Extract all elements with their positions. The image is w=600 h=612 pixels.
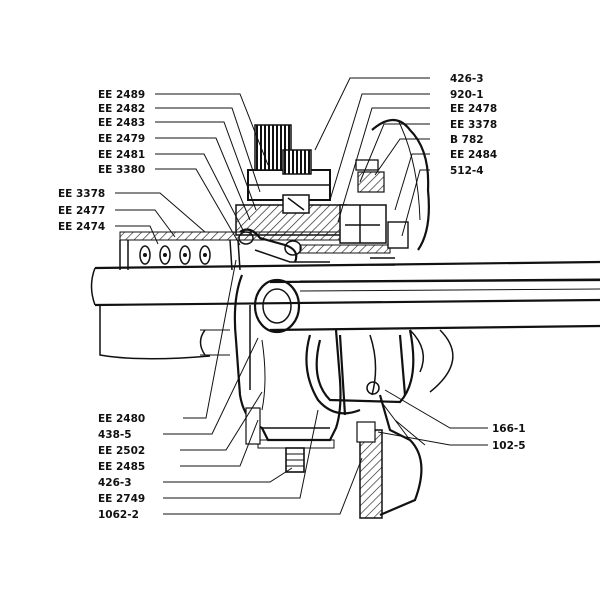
leaders-top-left bbox=[155, 93, 269, 246]
label-920-1: 920-1 bbox=[450, 89, 484, 101]
label-ee-2489: EE 2489 bbox=[98, 89, 145, 101]
label-ee-2479: EE 2479 bbox=[98, 133, 145, 145]
labels-mid-left: EE 3378 EE 2477 EE 2474 bbox=[58, 188, 105, 233]
labels-top-left: EE 2489 EE 2482 EE 2483 EE 2479 EE 2481 … bbox=[98, 89, 145, 176]
flange-plate bbox=[359, 118, 430, 519]
leaders-bottom-left bbox=[163, 259, 363, 515]
label-ee-3378-right: EE 3378 bbox=[450, 119, 497, 131]
hub-collar bbox=[315, 329, 454, 404]
label-ee-2474: EE 2474 bbox=[58, 221, 105, 233]
label-512-4: 512-4 bbox=[450, 165, 484, 177]
label-438-5: 438-5 bbox=[98, 429, 132, 441]
label-ee-2482: EE 2482 bbox=[98, 103, 145, 115]
label-ee-3378: EE 3378 bbox=[58, 188, 105, 200]
label-ee-2749: EE 2749 bbox=[98, 493, 145, 505]
label-ee-2481: EE 2481 bbox=[98, 149, 145, 161]
label-1062-2: 1062-2 bbox=[98, 509, 139, 521]
labels-top-right: 426-3 920-1 EE 2478 EE 3378 B 782 EE 248… bbox=[450, 73, 497, 177]
label-ee-2483: EE 2483 bbox=[98, 117, 145, 129]
label-ee-2485: EE 2485 bbox=[98, 461, 145, 473]
label-ee-2477: EE 2477 bbox=[58, 205, 105, 217]
label-426-3-bottom: 426-3 bbox=[98, 477, 132, 489]
label-b-782: B 782 bbox=[450, 134, 484, 146]
label-166-1: 166-1 bbox=[492, 423, 526, 435]
leaders-top-right bbox=[314, 77, 430, 237]
push-rod bbox=[99, 278, 600, 360]
labels-bottom-left: EE 2480 438-5 EE 2502 EE 2485 426-3 EE 2… bbox=[98, 413, 145, 521]
label-ee-2478: EE 2478 bbox=[450, 103, 497, 115]
leaders-mid-left bbox=[115, 192, 206, 245]
leaders-bottom-right bbox=[377, 389, 488, 446]
label-ee-3380: EE 3380 bbox=[98, 164, 145, 176]
label-ee-2484: EE 2484 bbox=[450, 149, 497, 161]
lower-bolt bbox=[245, 381, 380, 473]
label-102-5: 102-5 bbox=[492, 440, 526, 452]
labels-bottom-right: 166-1 102-5 bbox=[492, 423, 526, 452]
lever-housing bbox=[233, 274, 361, 449]
label-ee-2480: EE 2480 bbox=[98, 413, 145, 425]
main-shaft bbox=[90, 260, 600, 307]
label-ee-2502: EE 2502 bbox=[98, 445, 145, 457]
label-426-3: 426-3 bbox=[450, 73, 484, 85]
coil-spring bbox=[139, 245, 211, 265]
upper-bracket bbox=[235, 124, 409, 266]
